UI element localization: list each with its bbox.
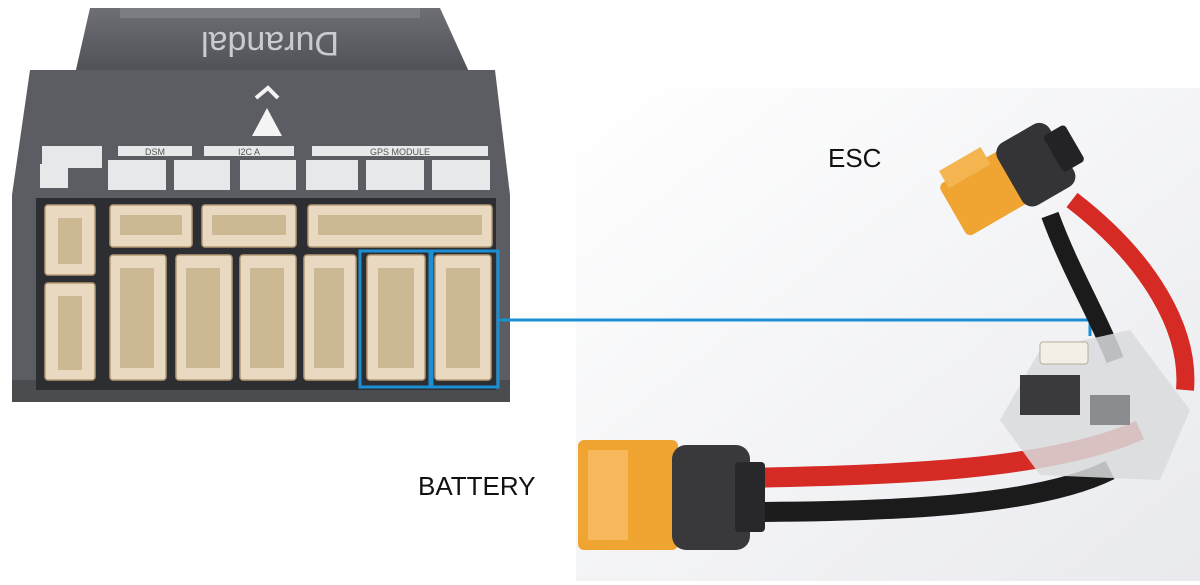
- svg-text:I2C A: I2C A: [238, 147, 260, 157]
- battery-xt60-connector: [578, 440, 765, 550]
- svg-text:GPS MODULE: GPS MODULE: [370, 147, 430, 157]
- connector-slots: [58, 215, 482, 370]
- esc-wire-red: [1066, 192, 1195, 391]
- battery-label: BATTERY: [418, 471, 536, 501]
- power-module-board: [1000, 330, 1190, 480]
- label-strips: [40, 146, 490, 190]
- brand-logo: Durandal: [201, 24, 339, 62]
- flight-controller: Durandal DSM I: [12, 8, 510, 402]
- esc-label: ESC: [828, 143, 882, 173]
- power2-highlight: [358, 249, 432, 389]
- esc-xt60-connector: [938, 122, 1084, 236]
- strip-text: DSM I2C A GPS MODULE: [145, 147, 430, 157]
- arrow-outline-icon: [254, 85, 280, 100]
- svg-text:DSM: DSM: [145, 147, 165, 157]
- power-module-assembly: [578, 122, 1195, 550]
- battery-wire-black: [739, 461, 1115, 522]
- direction-arrow-icon: [252, 108, 282, 136]
